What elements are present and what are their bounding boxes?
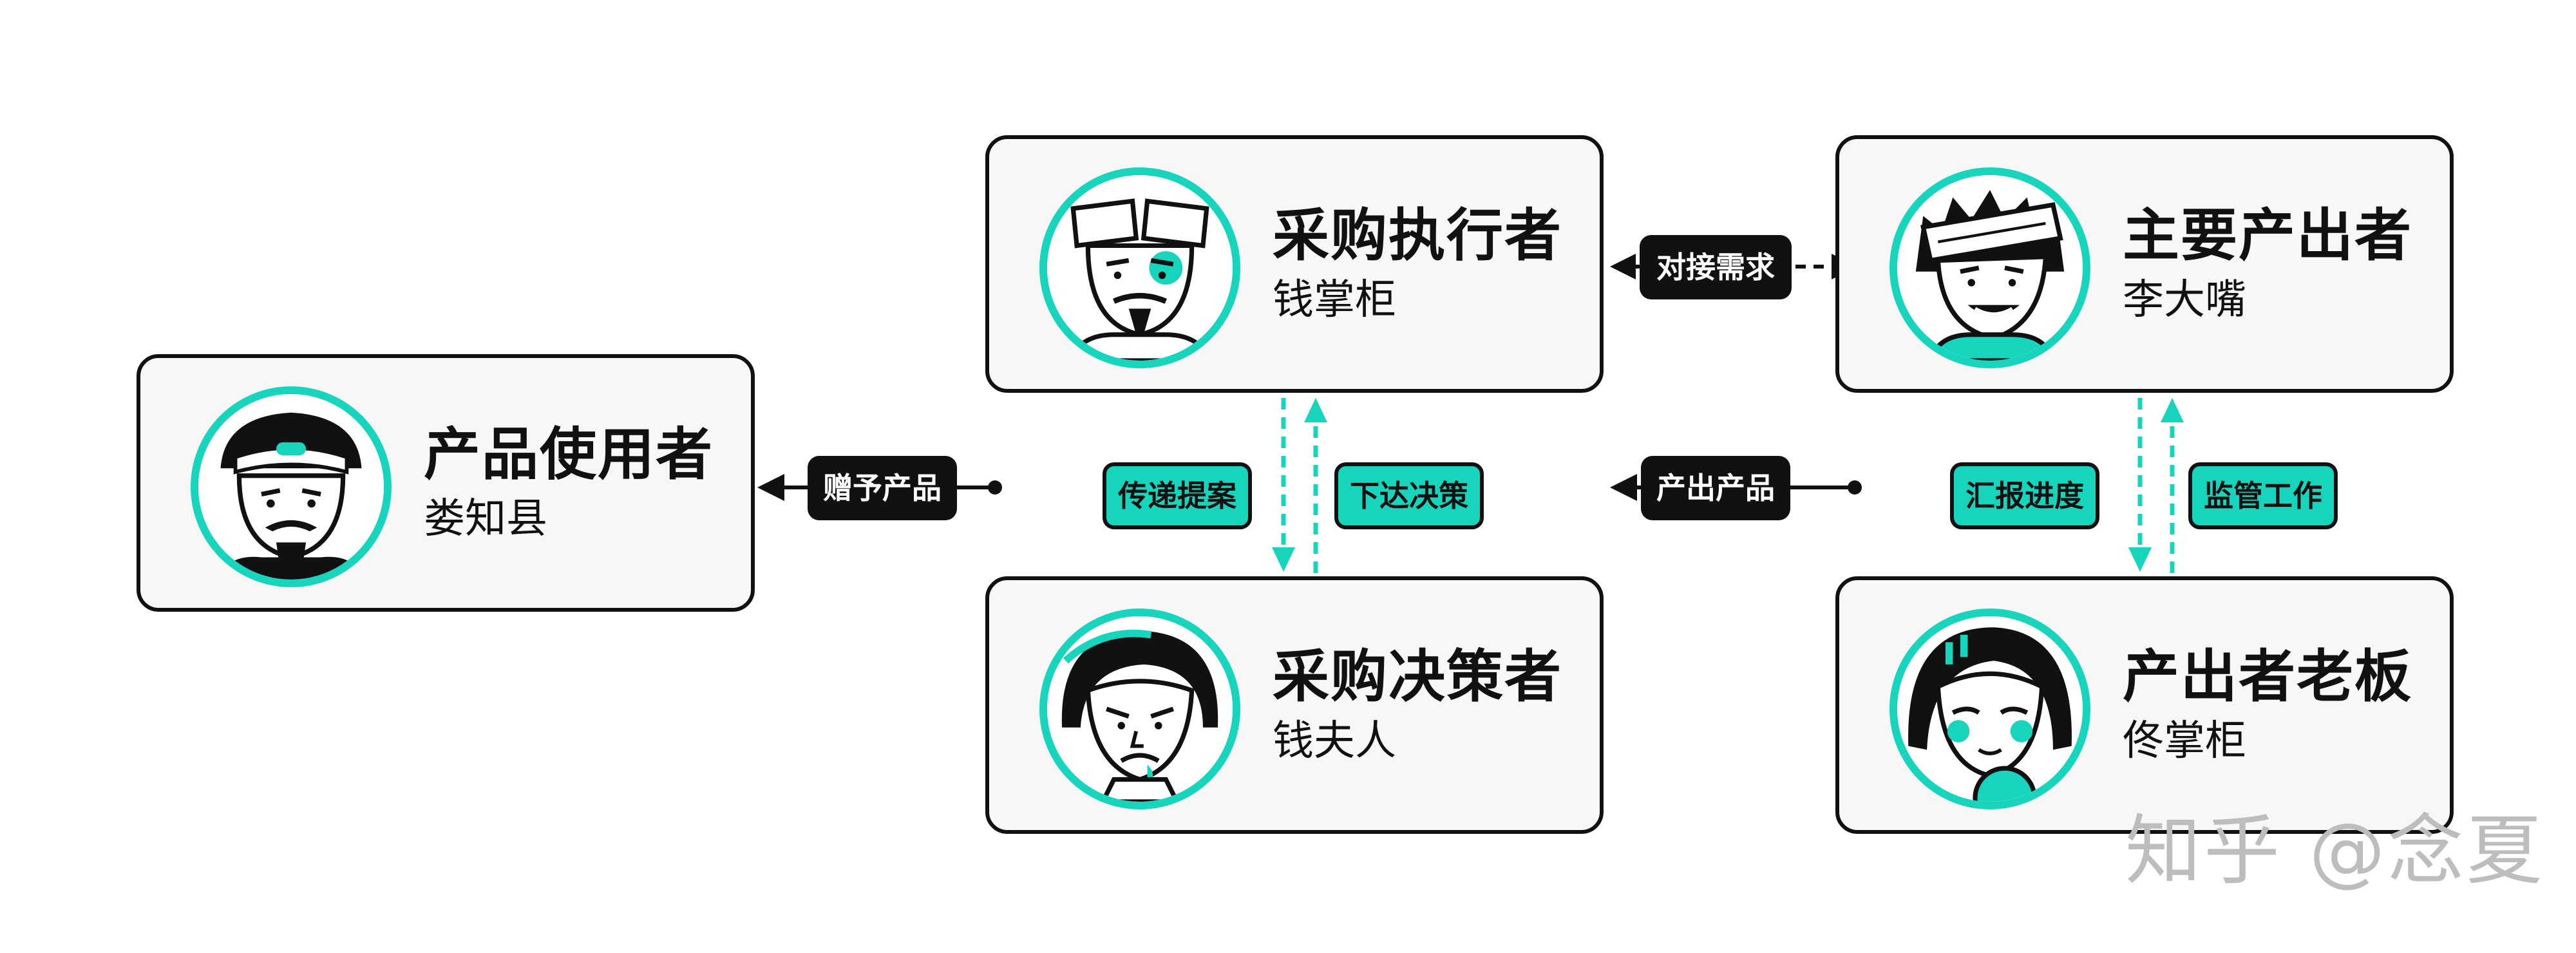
relation-tag-issue-decision: 下达决策 (1334, 462, 1484, 529)
role-card-executor: 采购执行者 钱掌柜 (985, 135, 1604, 393)
boss-lady-avatar-icon (1889, 609, 2090, 809)
person-name: 钱掌柜 (1273, 276, 1396, 324)
person-name: 李大嘴 (2123, 276, 2246, 324)
relation-tag-report-progress: 汇报进度 (1950, 462, 2099, 529)
relation-tag-output-product: 产出产品 (1641, 456, 1790, 520)
role-title: 产品使用者 (424, 421, 714, 487)
relation-tag-supervise-work: 监管工作 (2188, 462, 2338, 529)
watermark: 知乎 @念夏 (2125, 806, 2545, 895)
person-name: 钱夫人 (1273, 717, 1396, 765)
cook-avatar-icon (1889, 167, 2090, 368)
role-card-user: 产品使用者 娄知县 (137, 354, 755, 612)
person-name: 娄知县 (424, 495, 547, 543)
role-title: 主要产出者 (2123, 202, 2413, 269)
issue-decision-connector (1304, 398, 1327, 573)
lady-avatar-icon (1039, 609, 1240, 809)
role-title: 采购执行者 (1273, 202, 1563, 269)
supervise-work-connector (2161, 398, 2184, 573)
relation-tag-gift-product: 赠予产品 (808, 456, 957, 520)
report-progress-connector (2128, 398, 2152, 572)
shopkeeper-avatar-icon (1039, 167, 1240, 368)
role-card-producer-boss: 产出者老板 佟掌柜 (1835, 576, 2454, 834)
role-title: 产出者老板 (2123, 643, 2413, 710)
role-title: 采购决策者 (1273, 643, 1563, 710)
pass-proposal-connector (1272, 398, 1295, 572)
relation-tag-pass-proposal: 传递提案 (1103, 462, 1252, 529)
person-name: 佟掌柜 (2123, 717, 2246, 765)
role-card-decision-maker: 采购决策者 钱夫人 (985, 576, 1604, 834)
official-avatar-icon (191, 386, 392, 587)
relation-tag-match-needs: 对接需求 (1640, 235, 1792, 299)
role-card-producer: 主要产出者 李大嘴 (1835, 135, 2454, 393)
